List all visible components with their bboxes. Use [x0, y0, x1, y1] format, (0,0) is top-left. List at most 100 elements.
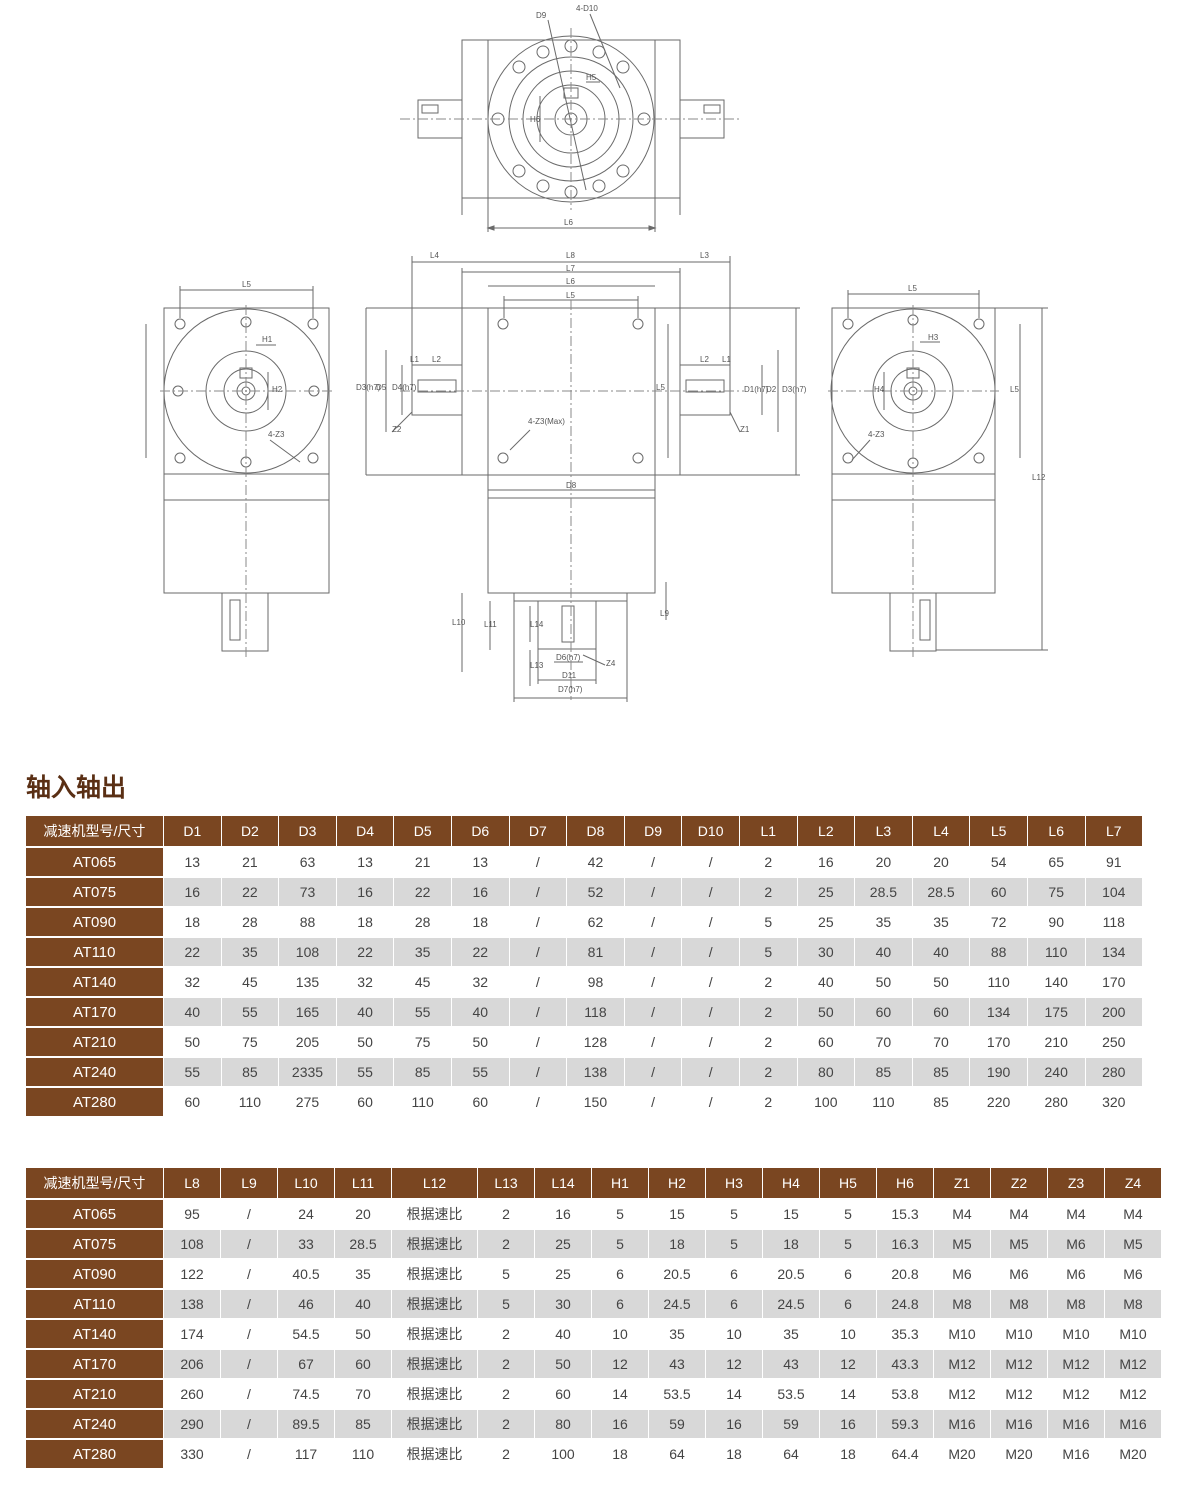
table-cell: / — [681, 878, 739, 906]
table-cell: 60 — [334, 1350, 391, 1378]
table-cell: 16 — [534, 1200, 591, 1228]
table-cell: 根据速比 — [391, 1320, 477, 1348]
table-cell: 80 — [796, 1058, 855, 1086]
label-h1: H1 — [262, 335, 273, 344]
table-cell: 73 — [278, 878, 336, 906]
model-cell: AT110 — [26, 1290, 163, 1318]
table-cell: 46 — [277, 1290, 334, 1318]
table-cell: 32 — [450, 968, 509, 996]
table-cell: 74.5 — [277, 1380, 334, 1408]
right-view — [830, 290, 1048, 652]
label-d4: D4(h7) — [392, 383, 417, 392]
table-cell: 64 — [762, 1440, 819, 1468]
table-cell: 2 — [738, 1028, 797, 1056]
table-cell: M5 — [933, 1230, 990, 1258]
column-header: L14 — [534, 1168, 591, 1198]
table-cell: 43 — [648, 1350, 705, 1378]
table-cell: 128 — [566, 1028, 624, 1056]
column-header: L11 — [334, 1168, 391, 1198]
table-cell: 110 — [1026, 938, 1085, 966]
table-cell: 40 — [335, 998, 394, 1026]
column-header: L6 — [1026, 816, 1085, 846]
table-cell: 15 — [762, 1200, 819, 1228]
table-cell: 32 — [163, 968, 221, 996]
table-cell: M20 — [1104, 1440, 1161, 1468]
table-cell: M4 — [990, 1200, 1047, 1228]
label-z3-right: 4-Z3 — [868, 430, 885, 439]
table-cell: / — [623, 998, 682, 1026]
label-h6: H6 — [530, 115, 541, 124]
table-cell: 138 — [566, 1058, 624, 1086]
table-cell: / — [681, 908, 739, 936]
table-cell: / — [220, 1290, 277, 1318]
label-l6-top: L6 — [564, 218, 573, 227]
table-cell: 85 — [334, 1410, 391, 1438]
table-cell: 118 — [566, 998, 624, 1026]
table-cell: 81 — [566, 938, 624, 966]
table-cell: 45 — [220, 968, 279, 996]
table-cell: 18 — [450, 908, 509, 936]
label-d3: D3(h7) — [356, 383, 381, 392]
table-cell: 24.5 — [648, 1290, 705, 1318]
table-cell: 根据速比 — [391, 1380, 477, 1408]
table-cell: 12 — [591, 1350, 648, 1378]
table-cell: 59 — [762, 1410, 819, 1438]
label-z3-left: 4-Z3 — [268, 430, 285, 439]
column-header: Z1 — [933, 1168, 990, 1198]
table-cell: / — [623, 848, 682, 876]
table-cell: 12 — [819, 1350, 876, 1378]
table-cell: 240 — [1026, 1058, 1085, 1086]
table-cell: 110 — [854, 1088, 912, 1116]
table-cell: 22 — [163, 938, 221, 966]
table-cell: 70 — [334, 1380, 391, 1408]
table-cell: M6 — [1047, 1230, 1104, 1258]
table-cell: 60 — [534, 1380, 591, 1408]
table-cell: M4 — [933, 1200, 990, 1228]
table-cell: 2 — [738, 998, 797, 1026]
table-cell: 60 — [796, 1028, 855, 1056]
table-cell: 165 — [278, 998, 336, 1026]
table-cell: 40.5 — [277, 1260, 334, 1288]
table-cell: 16 — [450, 878, 509, 906]
table-cell: 54 — [969, 848, 1027, 876]
table-cell: 14 — [591, 1380, 648, 1408]
column-header: H6 — [876, 1168, 933, 1198]
table-cell: M6 — [1104, 1260, 1161, 1288]
table-cell: M20 — [933, 1440, 990, 1468]
table-cell: 21 — [393, 848, 451, 876]
table-cell: 75 — [220, 1028, 279, 1056]
table-cell: 5 — [738, 938, 797, 966]
table-cell: 50 — [854, 968, 912, 996]
table-cell: 28.5 — [911, 878, 970, 906]
table-cell: 59 — [648, 1410, 705, 1438]
table-cell: 2 — [477, 1320, 534, 1348]
label-l5-right: L5 — [908, 284, 917, 293]
label-z1: Z1 — [740, 425, 750, 434]
table-cell: 43 — [762, 1350, 819, 1378]
label-h4: H4 — [874, 385, 885, 394]
label-l9: L9 — [660, 609, 669, 618]
table-cell: 170 — [1084, 968, 1143, 996]
table-cell: 40 — [796, 968, 855, 996]
table-cell: 250 — [1084, 1028, 1143, 1056]
table-cell: 5 — [591, 1230, 648, 1258]
table-cell: 280 — [1084, 1058, 1143, 1086]
column-header: L8 — [163, 1168, 220, 1198]
table-cell: / — [508, 998, 567, 1026]
table-cell: 110 — [334, 1440, 391, 1468]
column-header-model: 减速机型号/尺寸 — [26, 816, 163, 846]
table-cell: 40 — [163, 998, 221, 1026]
table-cell: 根据速比 — [391, 1290, 477, 1318]
table-cell: 55 — [335, 1058, 394, 1086]
table-cell: 35 — [220, 938, 279, 966]
table-cell: 98 — [566, 968, 624, 996]
table-cell: 25 — [796, 878, 855, 906]
table-cell: 50 — [796, 998, 855, 1026]
table-cell: 35 — [854, 908, 912, 936]
